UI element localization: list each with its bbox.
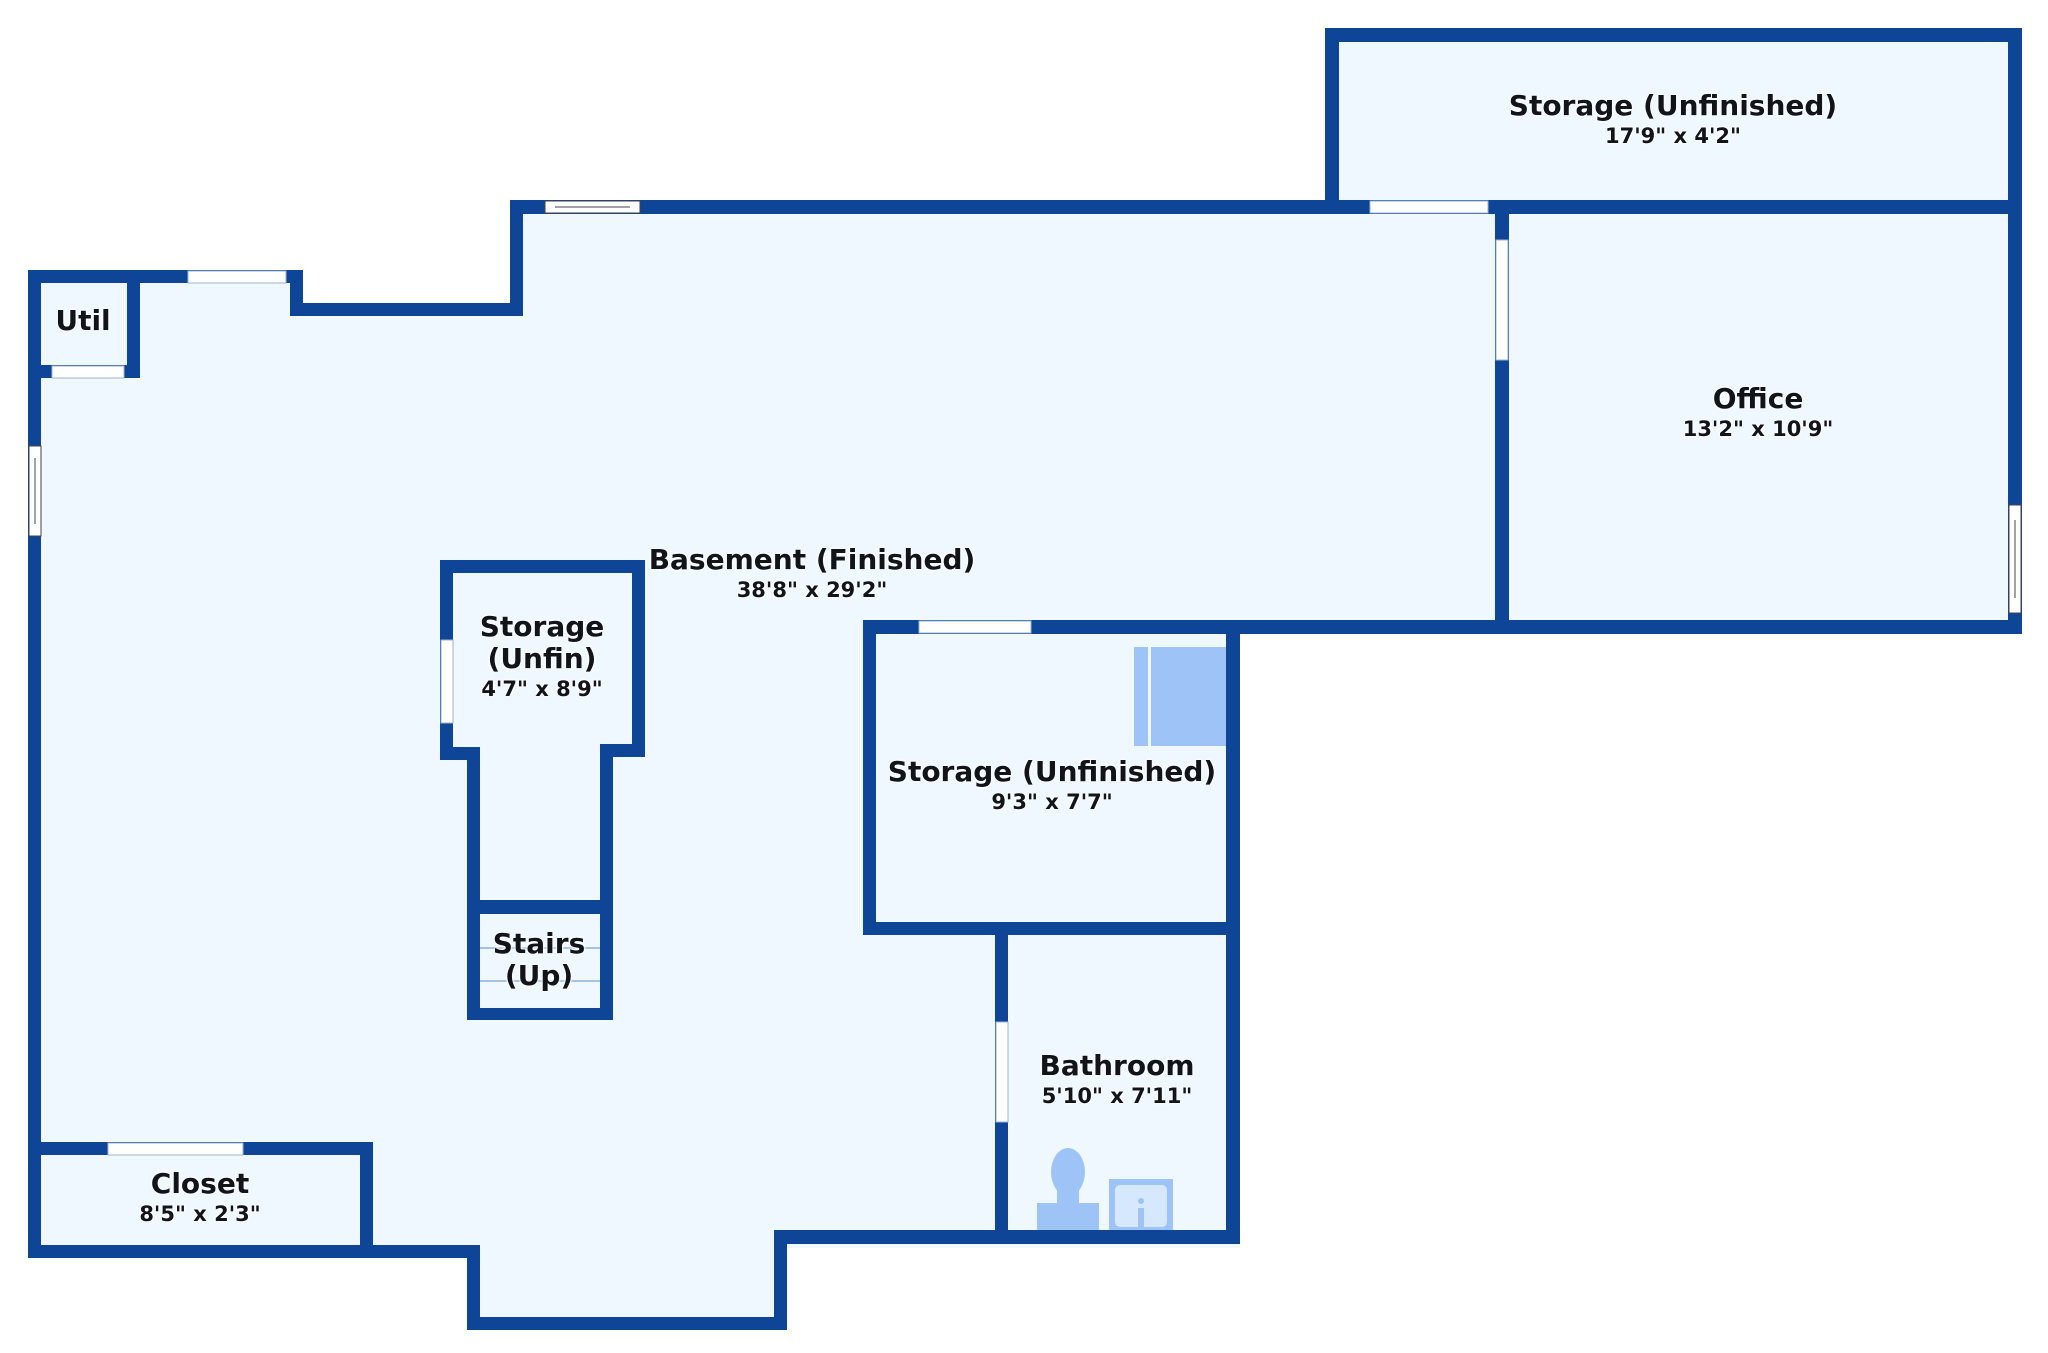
- room-dimensions: 9'3" x 7'7": [991, 790, 1113, 815]
- walls: [28, 28, 2022, 1330]
- wall: [467, 1317, 787, 1330]
- door-opening: [995, 1021, 1009, 1123]
- wall: [467, 1008, 613, 1020]
- sink-basin: [1115, 1185, 1167, 1227]
- wall: [290, 303, 523, 316]
- door-opening: [1495, 239, 1509, 361]
- appliance-icon: [1134, 647, 1148, 746]
- wall: [360, 1142, 373, 1258]
- wall: [632, 560, 645, 757]
- room-label-bathroom: Bathroom 5'10" x 7'11": [1039, 1049, 1195, 1109]
- door-opening: [440, 639, 454, 724]
- fixtures: [1037, 647, 1227, 1233]
- room-name-line1: Stairs: [492, 927, 586, 960]
- wall: [127, 270, 140, 378]
- room-label-closet: Closet 8'5" x 2'3": [139, 1167, 261, 1227]
- toilet-icon: [1051, 1148, 1085, 1196]
- toilet-tank: [1037, 1203, 1099, 1233]
- room-name-line2: (Up): [504, 959, 574, 993]
- wall: [774, 1230, 787, 1330]
- door-opening: [187, 270, 287, 284]
- room-name: Office: [1712, 382, 1804, 415]
- room-dimensions: 4'7" x 8'9": [481, 677, 603, 702]
- room-name: Util: [55, 304, 111, 337]
- windows: [28, 200, 2022, 614]
- wall: [863, 922, 1240, 935]
- wall: [467, 900, 613, 914]
- floor-storage-top: [1325, 28, 2022, 208]
- wall: [863, 620, 876, 935]
- wall: [600, 744, 613, 1020]
- room-name: Storage (Unfinished): [887, 755, 1217, 788]
- door-opening: [107, 1142, 244, 1156]
- floor-basement: [28, 200, 1508, 1330]
- floor-areas: [28, 28, 2022, 1330]
- room-dimensions: 8'5" x 2'3": [139, 1202, 261, 1227]
- room-dimensions: 5'10" x 7'11": [1041, 1084, 1193, 1109]
- wall: [2008, 28, 2022, 633]
- room-name-line2: (Unfin): [487, 642, 597, 676]
- wall: [28, 1245, 473, 1258]
- room-dimensions: 13'2" x 10'9": [1682, 417, 1834, 442]
- appliance-icon: [1151, 647, 1227, 746]
- sink-drain: [1138, 1198, 1144, 1204]
- wall: [1325, 28, 1339, 208]
- sink-faucet: [1138, 1208, 1144, 1233]
- room-name: Bathroom: [1039, 1049, 1195, 1082]
- wall: [1230, 620, 2022, 634]
- wall: [467, 747, 480, 1020]
- room-name: Basement (Finished): [648, 543, 976, 576]
- room-dimensions: 38'8" x 29'2": [736, 578, 888, 603]
- room-name: Closet: [150, 1167, 250, 1200]
- room-label-storage-small: Storage (Unfin) 4'7" x 8'9": [479, 610, 605, 702]
- door-opening: [1369, 200, 1489, 214]
- wall: [510, 200, 1325, 214]
- room-name-line1: Storage: [479, 610, 605, 643]
- stair-treads: [480, 947, 600, 982]
- floor-office: [1495, 200, 2022, 633]
- wall: [28, 270, 41, 1258]
- room-name: Storage (Unfinished): [1508, 89, 1838, 122]
- openings: [51, 200, 1509, 1156]
- room-label-office: Office 13'2" x 10'9": [1682, 382, 1834, 442]
- wall: [467, 1245, 480, 1330]
- door-opening: [51, 365, 125, 379]
- room-label-util: Util: [55, 304, 111, 337]
- room-label-stairs: Stairs (Up): [492, 927, 586, 993]
- wall: [510, 200, 523, 316]
- room-label-storage-mid: Storage (Unfinished) 9'3" x 7'7": [887, 755, 1217, 815]
- toilet-neck: [1057, 1185, 1079, 1205]
- wall: [1325, 28, 2022, 42]
- room-label-storage-top: Storage (Unfinished) 17'9" x 4'2": [1508, 89, 1838, 149]
- door-opening: [918, 620, 1032, 634]
- room-dimensions: 17'9" x 4'2": [1605, 124, 1741, 149]
- room-label-basement: Basement (Finished) 38'8" x 29'2": [648, 543, 976, 603]
- wall: [440, 560, 645, 573]
